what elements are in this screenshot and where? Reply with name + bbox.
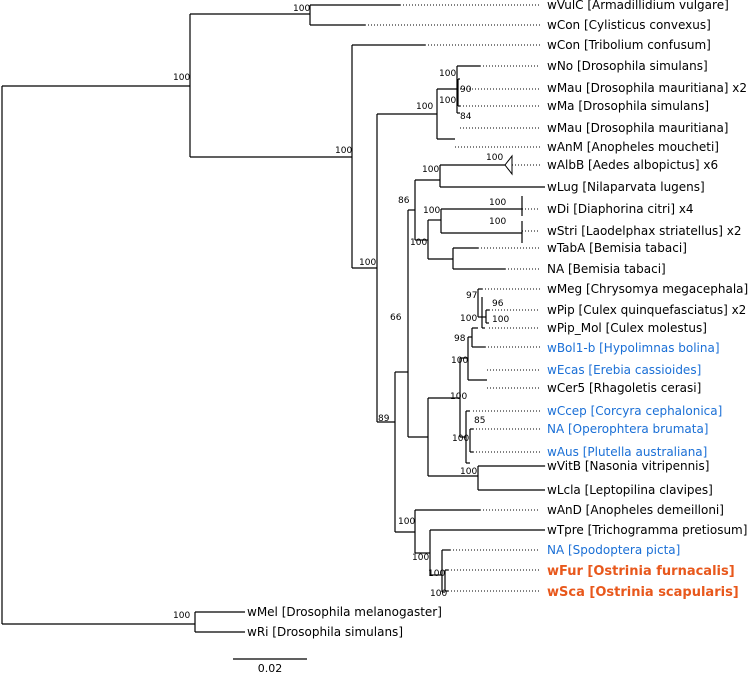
support-85-parent: 100 [452, 434, 469, 444]
support-98-parent: 100 [451, 356, 468, 366]
taxon-na-bemisia: NA [Bemisia tabaci] [547, 262, 666, 276]
taxon-labels: wVulC [Armadillidium vulgare] wCon [Cyli… [247, 0, 748, 639]
taxon-wri: wRi [Drosophila simulans] [247, 625, 403, 639]
support-big: 100 [335, 146, 352, 156]
taxon-wma: wMa [Drosophila simulans] [547, 99, 709, 113]
support-stri: 100 [489, 217, 506, 227]
support-100f: 100 [412, 553, 429, 563]
support-85: 85 [474, 416, 485, 426]
taxon-wecas: wEcas [Erebia cassioides] [547, 363, 701, 377]
support-di-stri-tab: 100 [410, 238, 427, 248]
support-isopod: 100 [293, 4, 310, 14]
support-96: 96 [492, 299, 504, 309]
support-mel-ri: 100 [173, 611, 190, 621]
taxon-wno: wNo [Drosophila simulans] [547, 59, 708, 73]
taxon-wpipmol: wPip_Mol [Culex molestus] [547, 321, 707, 335]
support-albb: 100 [486, 153, 503, 163]
support-86: 86 [398, 196, 410, 206]
support-grpa: 100 [359, 258, 376, 268]
taxon-wmau: wMau [Drosophila mauritiana] [547, 121, 728, 135]
taxon-wmeg: wMeg [Chrysomya megacephala] [547, 282, 748, 296]
taxon-na-spodoptera: NA [Spodoptera picta] [547, 543, 680, 557]
support-66: 66 [390, 313, 402, 323]
support-di-stri: 100 [423, 206, 440, 216]
taxon-wvulc: wVulC [Armadillidium vulgare] [547, 0, 729, 12]
support-100h: 100 [430, 589, 447, 599]
support-vitb-lcla: 100 [460, 467, 477, 477]
support-dros: 100 [439, 69, 456, 79]
taxon-wccep: wCcep [Corcyra cephalonica] [547, 404, 722, 418]
support-albb-lug: 100 [422, 165, 439, 175]
support-100b: 100 [450, 392, 467, 402]
taxon-wstri: wStri [Laodelphax striatellus] x2 [547, 224, 742, 238]
taxon-wlug: wLug [Nilaparvata lugens] [547, 180, 705, 194]
taxon-wsca: wSca [Ostrinia scapularis] [547, 585, 739, 600]
taxon-wbol: wBol1-b [Hypolimnas bolina] [547, 341, 720, 355]
support-di: 100 [489, 198, 506, 208]
taxon-wdi: wDi [Diaphorina citri] x4 [547, 202, 694, 216]
taxon-wmau-x2: wMau [Drosophila mauritiana] x2 [547, 81, 747, 95]
taxon-walbb: wAlbB [Aedes albopictus] x6 [547, 158, 718, 172]
support-root: 100 [173, 73, 190, 83]
taxon-wmel: wMel [Drosophila melanogaster] [247, 605, 442, 619]
support-100e: 100 [398, 517, 415, 527]
support-values: 100 100 100 100 100 100 90 84 100 66 86 … [173, 4, 509, 621]
support-dros-inner: 100 [416, 102, 433, 112]
support-100g: 100 [428, 569, 445, 579]
support-90: 90 [460, 85, 472, 95]
taxon-wpip: wPip [Culex quinquefasciatus] x2 [547, 303, 746, 317]
taxon-wvitb: wVitB [Nasonia vitripennis] [547, 459, 709, 473]
support-pip-pair: 100 [492, 315, 509, 325]
collapsed-clade-triangle [504, 154, 513, 176]
taxon-na-operophtera: NA [Operophtera brumata] [547, 422, 709, 436]
taxon-wcer5: wCer5 [Rhagoletis cerasi] [547, 381, 701, 395]
support-100a: 100 [460, 314, 477, 324]
taxon-wtpre: wTpre [Trichogramma pretiosum] [547, 523, 747, 537]
taxon-wcon-tri: wCon [Tribolium confusum] [547, 38, 711, 52]
taxon-wcon-cyl: wCon [Cylisticus convexus] [547, 18, 711, 32]
taxon-waus: wAus [Plutella australiana] [547, 445, 707, 459]
taxon-wfur: wFur [Ostrinia furnacalis] [547, 564, 735, 579]
taxon-wanm: wAnM [Anopheles moucheti] [547, 140, 719, 154]
taxon-wlcla: wLcla [Leptopilina clavipes] [547, 483, 713, 497]
tree-dotted-extensions [365, 4, 540, 592]
scale-bar-label: 0.02 [258, 662, 283, 674]
tree-branches [1, 4, 545, 633]
taxon-wtaba: wTabA [Bemisia tabaci] [547, 241, 687, 255]
taxon-wand: wAnD [Anopheles demeilloni] [547, 503, 724, 517]
support-89: 89 [378, 414, 390, 424]
support-84: 84 [460, 112, 472, 122]
support-98: 98 [454, 334, 466, 344]
support-97: 97 [466, 291, 477, 301]
support-grpb: 100 [439, 96, 456, 106]
scale-bar: 0.02 [233, 658, 307, 674]
